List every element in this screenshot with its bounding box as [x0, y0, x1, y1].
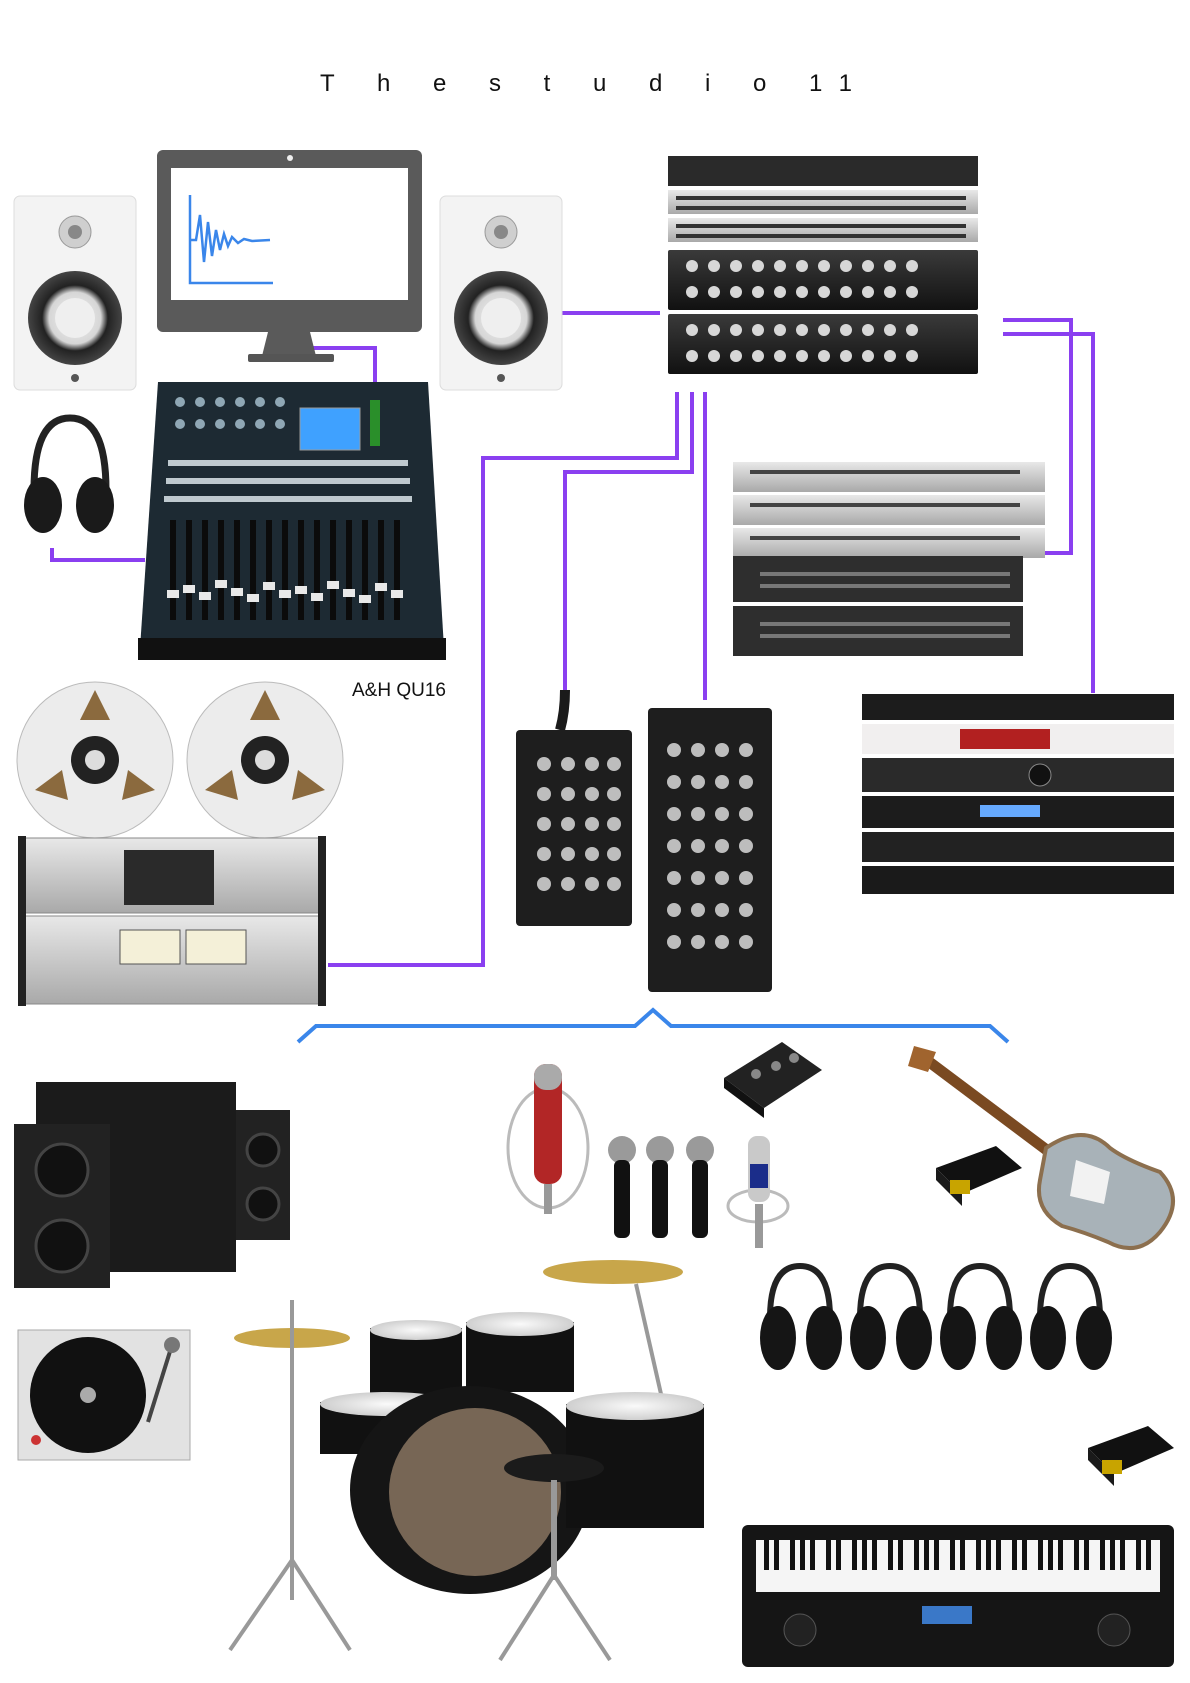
page-title: T h e s t u d i o 11 — [320, 70, 870, 97]
reel-to-reel-deck — [16, 681, 344, 1006]
drum-throne — [504, 1454, 604, 1482]
keyboard — [742, 1525, 1174, 1667]
pa-speaker-system — [14, 1082, 290, 1288]
mixer-fader-strip — [164, 460, 412, 502]
cables — [50, 311, 1095, 967]
mixer-console — [138, 382, 446, 660]
cable-patchbay-to-stagebox-a — [563, 392, 694, 690]
headphones-icon — [850, 1262, 932, 1370]
effects-rack — [862, 694, 1174, 894]
studio-monitor-right — [439, 195, 563, 391]
headphones-icon — [24, 414, 114, 533]
headphones-icon — [760, 1262, 842, 1370]
cable-patchbay-to-rack — [1003, 332, 1095, 693]
headphones-icon — [1030, 1262, 1112, 1370]
keyboard-keys — [764, 1540, 1151, 1570]
waveform-graphic — [188, 195, 273, 285]
stagebox-large — [648, 708, 772, 992]
audio-interface — [724, 1042, 822, 1118]
headphones-row — [760, 1262, 1112, 1370]
electric-guitar — [908, 1046, 1175, 1251]
cable-patchbay-to-processors — [1003, 318, 1073, 555]
studio-monitor-left — [13, 195, 137, 391]
processor-rack — [733, 462, 1045, 656]
computer-monitor — [157, 150, 422, 362]
condenser-microphone-blue — [726, 1136, 790, 1248]
di-box-1 — [936, 1146, 1022, 1206]
cable-headphone-to-mixer — [50, 548, 145, 562]
dynamic-microphones — [608, 1136, 714, 1238]
cable-screen-to-mixer — [310, 346, 377, 382]
patchbay-jacks — [686, 260, 918, 362]
ride-cymbal — [543, 1260, 683, 1284]
patchbay-stack — [668, 156, 978, 374]
cable-patchbay-to-tape — [328, 392, 679, 967]
di-box-2 — [1088, 1426, 1174, 1486]
drum-kit — [228, 1260, 704, 1662]
headphones-icon — [940, 1262, 1022, 1370]
stage-bracket — [296, 1007, 1010, 1044]
condenser-microphone-red — [506, 1064, 590, 1214]
stagebox-small — [516, 689, 632, 926]
mixer-label: A&H QU16 — [352, 680, 446, 701]
turntable — [17, 1329, 191, 1461]
